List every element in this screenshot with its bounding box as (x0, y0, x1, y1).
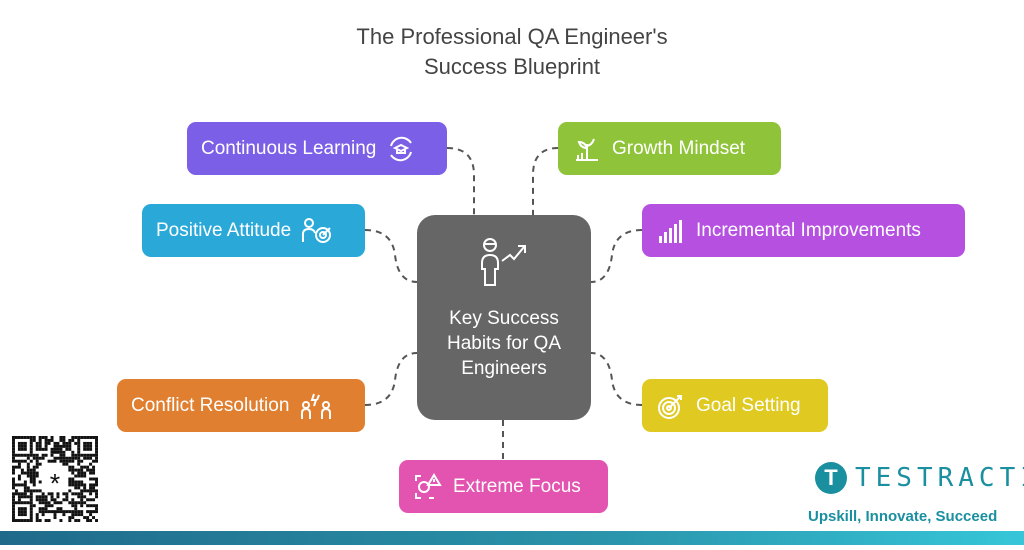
habit-label: Positive Attitude (156, 219, 292, 241)
people-conflict-icon (301, 393, 332, 419)
habit-extreme-focus: Extreme Focus (399, 460, 608, 513)
connector-conflict (364, 352, 418, 406)
connector-growth-mindset (532, 147, 559, 215)
habit-label: Continuous Learning (201, 137, 377, 159)
central-label: Key Success Habits for QA Engineers (446, 308, 562, 379)
plant-growth-icon (576, 138, 598, 161)
habit-label: Extreme Focus (453, 475, 581, 497)
habit-incremental-improvements: Incremental Improvements (642, 204, 965, 257)
habit-positive-attitude: Positive Attitude (142, 204, 365, 257)
habit-goal-setting: Goal Setting (642, 379, 828, 432)
brand-logo: T TESTRACTIX (815, 462, 1024, 494)
person-target-icon (302, 217, 332, 243)
connector-goal (590, 352, 643, 406)
footer-gradient-bar (0, 531, 1024, 545)
habit-label: Incremental Improvements (696, 219, 921, 241)
brand-tagline: Upskill, Innovate, Succeed (808, 508, 998, 525)
brand-name: TESTRACTIX (855, 463, 1024, 493)
habit-continuous-learning: Continuous Learning (187, 122, 447, 175)
bar-chart-icon (659, 219, 682, 243)
svg-text:*: * (50, 468, 60, 498)
focus-alert-icon (415, 472, 442, 499)
connector-continuous-learning (446, 147, 475, 215)
diagram-title: The Professional QA Engineer's Success B… (0, 22, 1024, 82)
habit-conflict-resolution: Conflict Resolution (117, 379, 365, 432)
engineer-growth-icon (481, 238, 526, 286)
target-icon (658, 394, 682, 419)
title-line-2: Success Blueprint (423, 54, 601, 79)
learning-cycle-icon (390, 136, 413, 161)
habit-label: Conflict Resolution (131, 394, 290, 416)
habit-label: Growth Mindset (612, 137, 746, 159)
habit-growth-mindset: Growth Mindset (558, 122, 781, 175)
habit-label: Goal Setting (696, 394, 801, 416)
connector-incremental (590, 229, 643, 283)
central-node: Key Success Habits for QA Engineers (417, 215, 591, 420)
title-line-1: The Professional QA Engineer's (356, 24, 668, 49)
logo-mark-icon: T (815, 462, 847, 494)
qr-code[interactable]: * (12, 436, 98, 522)
connector-positive-attitude (364, 229, 418, 283)
